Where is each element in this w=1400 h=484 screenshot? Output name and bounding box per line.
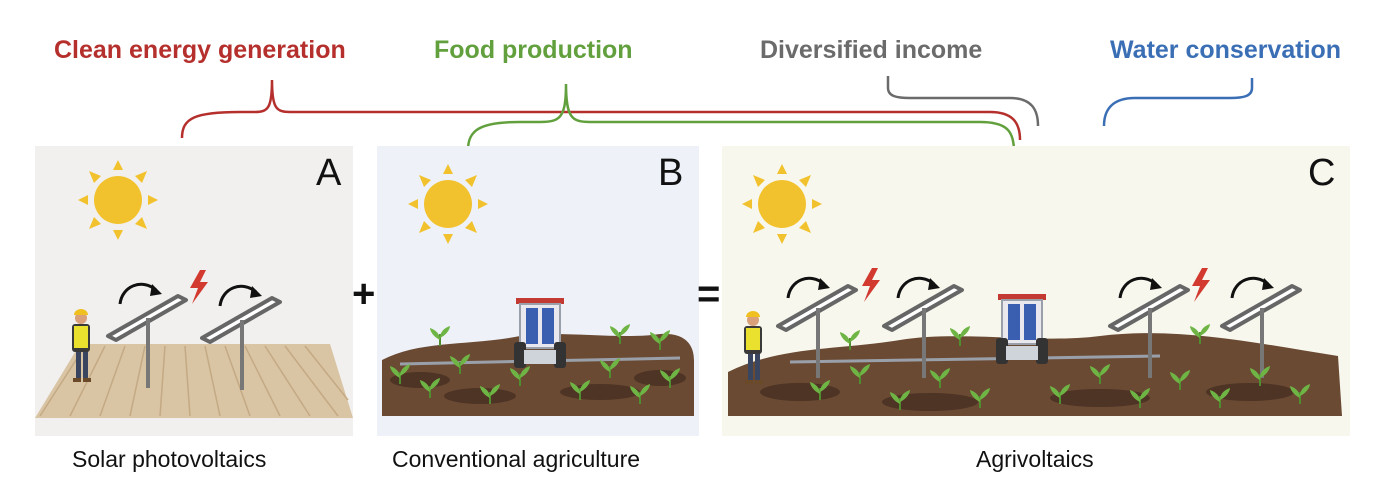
bracket-clean-energy — [180, 79, 1022, 141]
tractor-icon — [995, 293, 1049, 365]
benefit-water-conservation: Water conservation — [1110, 36, 1342, 64]
panel-c-agrivoltaics — [722, 146, 1350, 436]
tractor-icon — [513, 297, 567, 369]
panel-letter-c: C — [1308, 152, 1336, 194]
panel-a-solar-photovoltaics — [35, 146, 353, 436]
caption-conventional-agriculture: Conventional agriculture — [392, 446, 641, 472]
caption-solar-photovoltaics: Solar photovoltaics — [72, 446, 267, 472]
benefit-diversified-income: Diversified income — [760, 36, 983, 64]
panel-letter-b: B — [658, 152, 684, 194]
panel-letter-a: A — [316, 152, 342, 194]
bracket-water-conservation — [1102, 78, 1254, 127]
caption-agrivoltaics: Agrivoltaics — [976, 446, 1094, 472]
plus-operator: + — [352, 272, 376, 316]
bracket-food-production — [466, 83, 1016, 153]
panel-b-conventional-agriculture — [377, 146, 699, 436]
benefit-clean-energy: Clean energy generation — [54, 36, 346, 64]
benefit-food-production: Food production — [434, 36, 633, 64]
equals-operator: = — [697, 272, 721, 316]
bracket-diversified-income — [886, 76, 1040, 127]
